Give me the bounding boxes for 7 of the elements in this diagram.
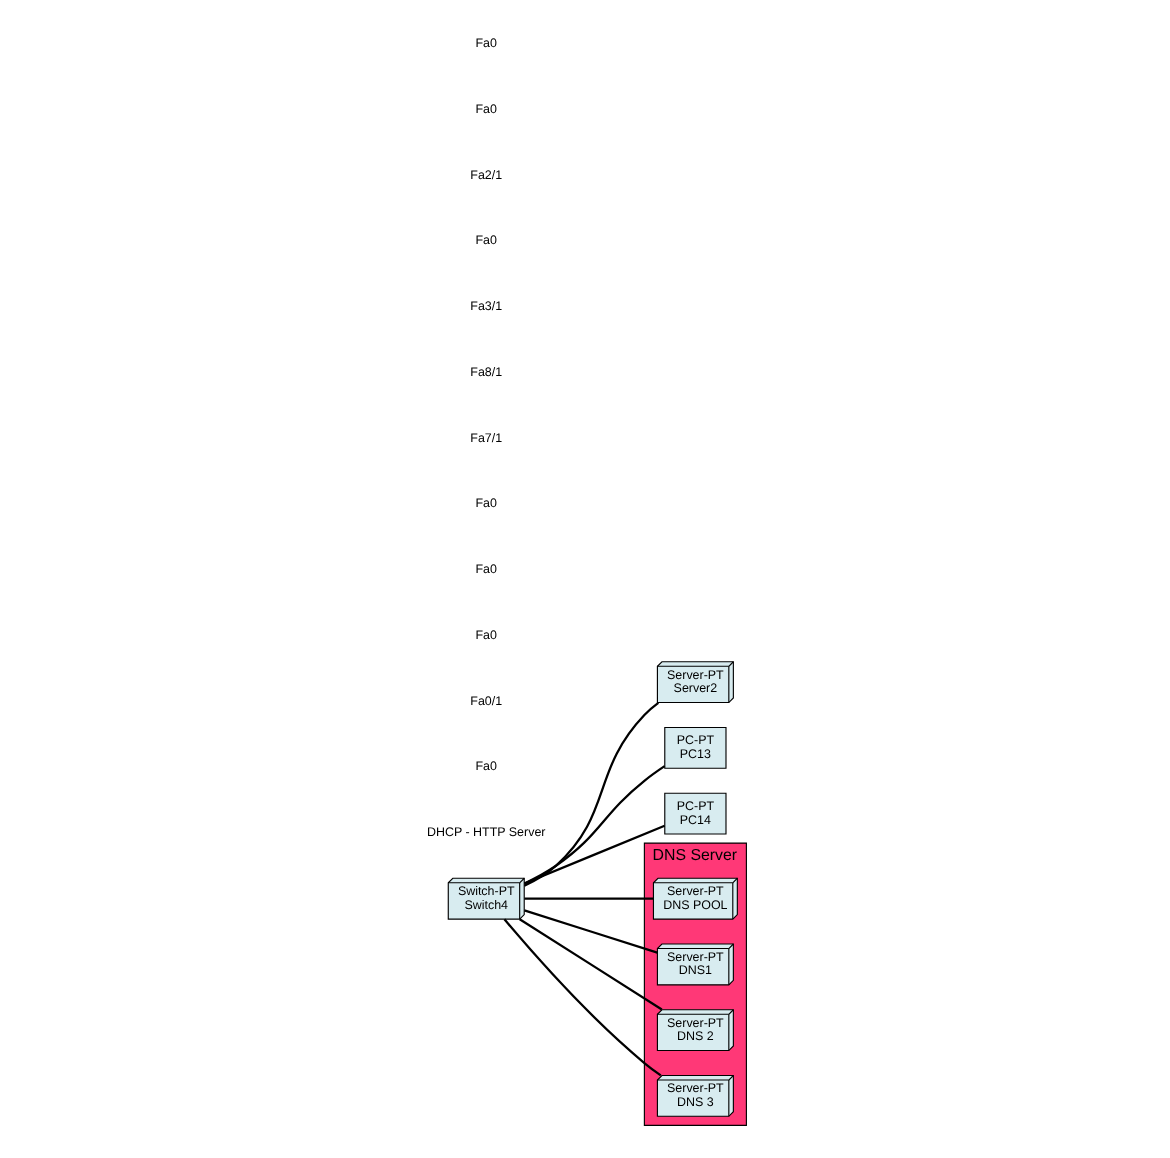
connector bbox=[502, 918, 661, 1077]
connector bbox=[522, 702, 658, 887]
connector bbox=[522, 824, 665, 885]
connector bbox=[523, 765, 665, 885]
connector bbox=[523, 909, 657, 954]
connector bbox=[518, 918, 662, 1011]
connector bbox=[523, 897, 653, 900]
